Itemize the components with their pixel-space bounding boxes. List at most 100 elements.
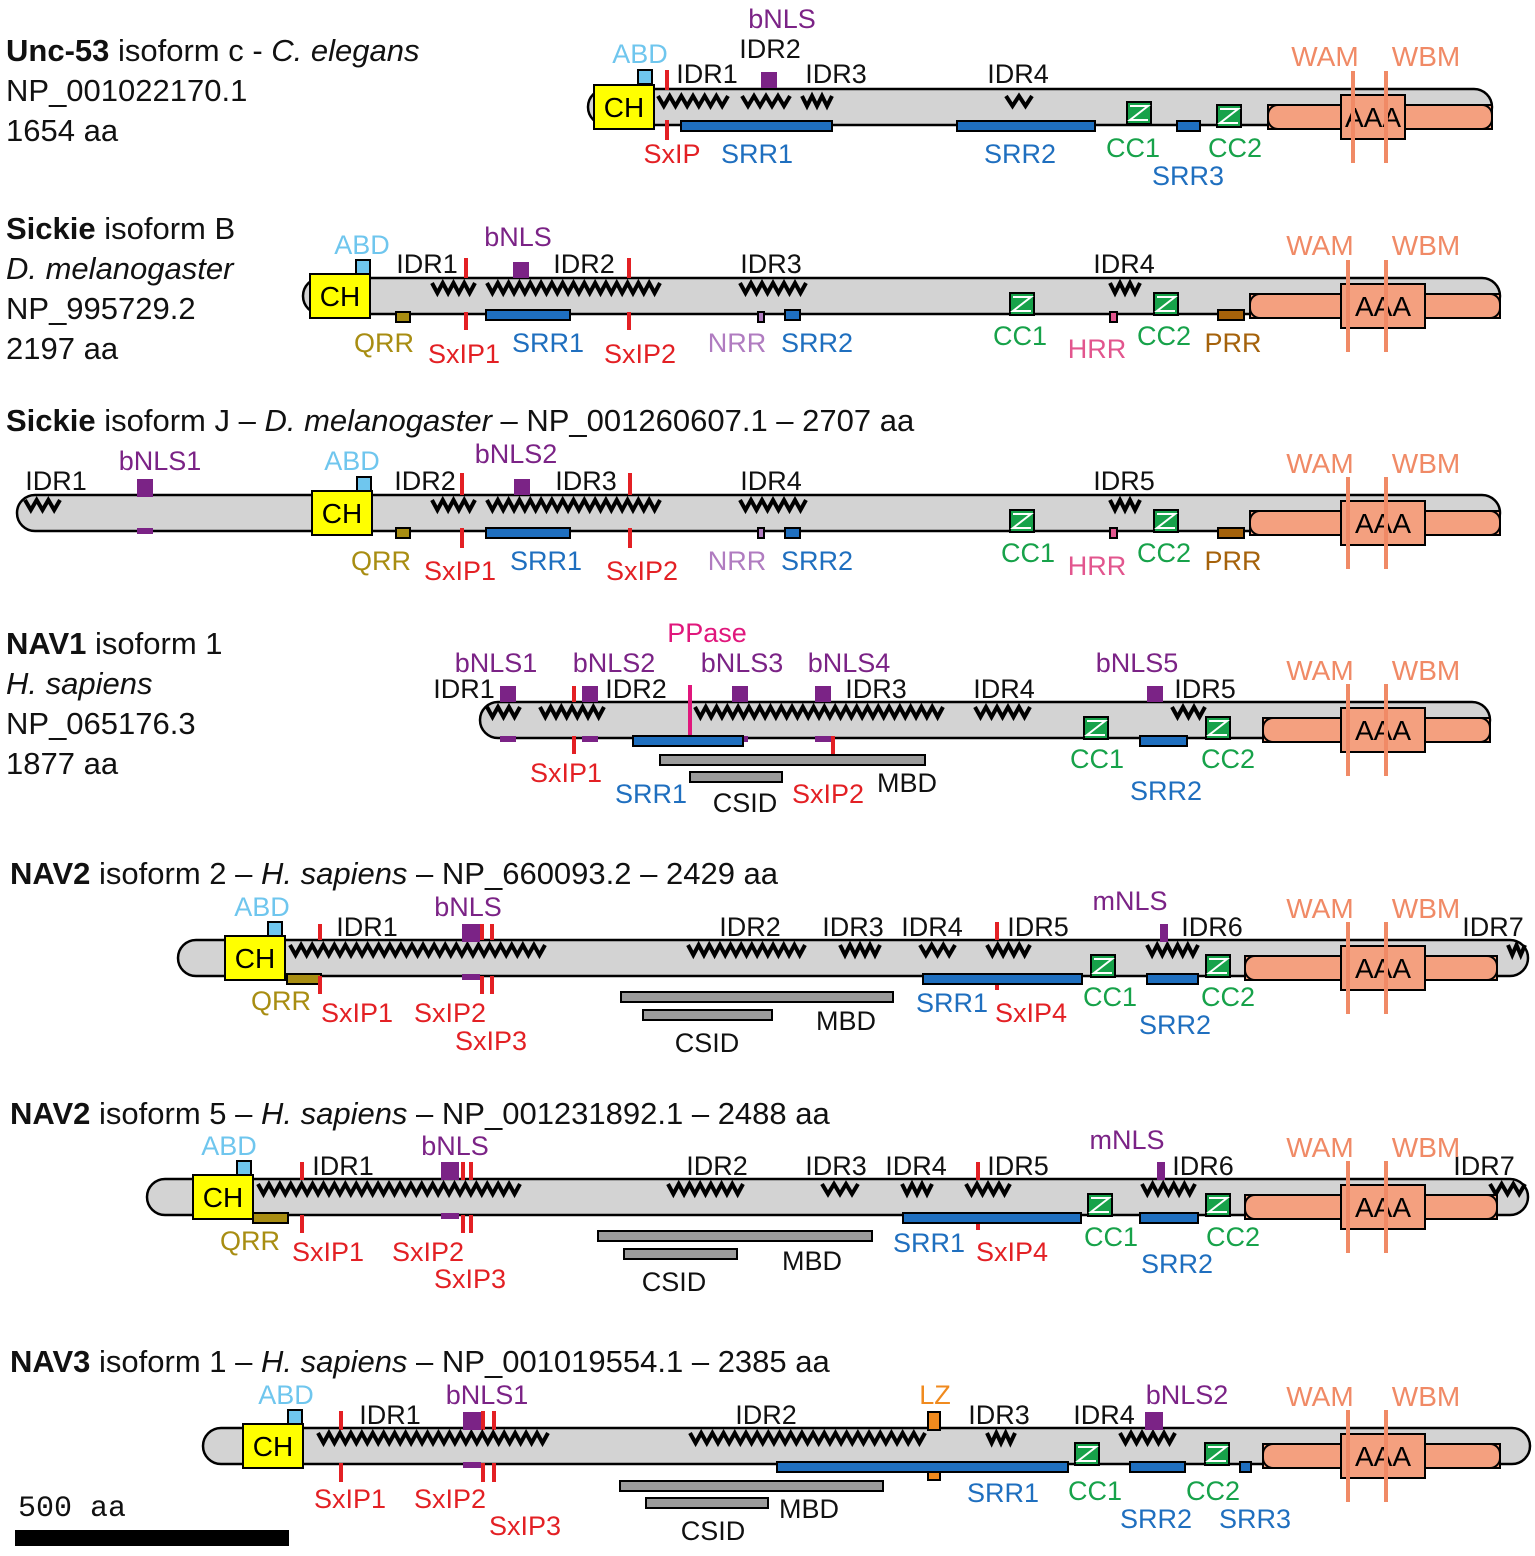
idr-zigzag — [693, 702, 945, 722]
idr-zigzag — [485, 495, 662, 515]
nls-box — [463, 1462, 481, 1468]
srr-bar — [632, 735, 744, 747]
coiled-coil-glyph — [1205, 1446, 1229, 1462]
sxip-label: SxIP2 — [606, 556, 678, 586]
idr-zigzag — [985, 940, 1032, 960]
cc-label: CC1 — [1083, 982, 1137, 1012]
accession-label: NP_995729.2 — [6, 291, 196, 326]
idr-zigzag — [688, 1428, 927, 1448]
coiled-coil-glyph — [1154, 513, 1178, 529]
idr-label: IDR5 — [1093, 466, 1155, 496]
species-label: H. sapiens — [260, 1096, 408, 1131]
nls-label: bNLS1 — [119, 446, 202, 476]
qrr-bar — [395, 527, 411, 539]
idr-label: IDR4 — [901, 912, 963, 942]
idr-zigzag — [800, 91, 834, 111]
idr-label: IDR2 — [686, 1151, 748, 1181]
ch-domain — [309, 273, 371, 319]
wbm-label: WBM — [1392, 1381, 1460, 1412]
nls-label: bNLS — [484, 222, 552, 252]
nrr-label: NRR — [708, 328, 767, 358]
srr-bar — [922, 973, 1083, 985]
coiled-coil-glyph — [1217, 108, 1241, 124]
idr-label: IDR4 — [987, 59, 1049, 89]
wam-label: WAM — [1286, 1132, 1353, 1163]
idr-zigzag — [918, 941, 957, 959]
protein-title-nav3: NAV3 isoform 1 – H. sapiens – NP_0010195… — [10, 1346, 830, 1377]
srr-label: SRR1 — [721, 139, 793, 169]
srr-bar — [485, 309, 571, 321]
species-label: C. elegans — [271, 33, 420, 68]
species-label: D. melanogaster — [6, 253, 233, 284]
mbd-label: MBD — [782, 1246, 842, 1276]
species-label: H. sapiens — [6, 668, 152, 699]
species-label: H. sapiens — [6, 666, 153, 701]
nls-box — [462, 924, 480, 942]
idr-label: IDR4 — [885, 1151, 947, 1181]
nls-box — [815, 736, 831, 742]
scale-bar — [15, 1530, 289, 1546]
nls-box — [500, 736, 516, 742]
aaa-box — [1340, 945, 1426, 991]
nrr-bar — [757, 311, 765, 323]
mbd-bar — [597, 1230, 873, 1242]
idr-label: IDR1 — [359, 1400, 421, 1430]
idr-label: IDR6 — [1181, 912, 1243, 942]
coiled-coil-glyph — [1154, 296, 1178, 312]
length-label: 1877 aa — [6, 746, 119, 781]
nls-box — [582, 736, 598, 742]
srr-bar — [1139, 1212, 1199, 1224]
prr-bar — [1217, 309, 1245, 321]
ch-domain — [242, 1423, 304, 1469]
nls-box — [137, 528, 153, 534]
idr-zigzag — [1140, 1179, 1197, 1199]
idr-zigzag — [740, 92, 792, 110]
idr-zigzag — [973, 702, 1032, 722]
idr-label: IDR5 — [1007, 912, 1069, 942]
protein-name: Sickie — [6, 403, 96, 438]
lz-label: LZ — [919, 1380, 951, 1410]
ch-domain — [593, 84, 655, 130]
length-label: 2197 aa — [6, 331, 119, 366]
protein-name: NAV2 — [10, 1096, 91, 1131]
nls-box — [137, 479, 153, 497]
nls-label: bNLS4 — [808, 648, 891, 678]
idr-zigzag — [738, 495, 808, 515]
coiled-coil-glyph — [1206, 1197, 1230, 1213]
idr-zigzag — [538, 702, 606, 722]
aaa-label: AAA — [1355, 1192, 1411, 1223]
nls-label: bNLS2 — [475, 439, 558, 469]
qrr-label: QRR — [354, 328, 414, 358]
hrr-label: HRR — [1068, 551, 1127, 581]
idr-zigzag — [1004, 92, 1034, 110]
srr-bar — [956, 120, 1096, 132]
idr-label: IDR5 — [987, 1151, 1049, 1181]
leucine-zipper — [927, 1411, 941, 1431]
abd-label: ABD — [258, 1380, 314, 1410]
ch-domain — [192, 1174, 254, 1220]
idr-label: IDR1 — [312, 1151, 374, 1181]
wam-label: WAM — [1286, 1381, 1353, 1412]
idr-label: IDR4 — [973, 674, 1035, 704]
qrr-label: QRR — [220, 1226, 280, 1256]
cc-label: CC1 — [1068, 1476, 1122, 1506]
ch-label: CH — [235, 943, 275, 974]
idr-label: IDR4 — [740, 466, 802, 496]
idr-label: IDR7 — [1462, 912, 1524, 942]
protein-title-nav2-isoform2: NAV2 isoform 2 – H. sapiens – NP_660093.… — [10, 858, 778, 889]
aaa-box — [1340, 1184, 1426, 1230]
idr-zigzag — [738, 278, 808, 298]
idr-zigzag — [1145, 940, 1200, 960]
cc-label: CC1 — [1070, 744, 1124, 774]
protein-name: Unc-53 — [6, 33, 110, 68]
wbm-label: WBM — [1392, 1132, 1460, 1163]
nls-box — [513, 262, 529, 278]
coiled-coil-glyph — [1010, 513, 1034, 529]
ch-label: CH — [322, 498, 362, 529]
protein-title-nav2-isoform5: NAV2 isoform 5 – H. sapiens – NP_0012318… — [10, 1098, 830, 1129]
wbm-label: WBM — [1392, 41, 1460, 72]
isoform-label: isoform J – — [95, 403, 265, 438]
nls-label: bNLS1 — [455, 648, 538, 678]
abd-label: ABD — [201, 1131, 257, 1161]
idr-label: IDR3 — [805, 59, 867, 89]
